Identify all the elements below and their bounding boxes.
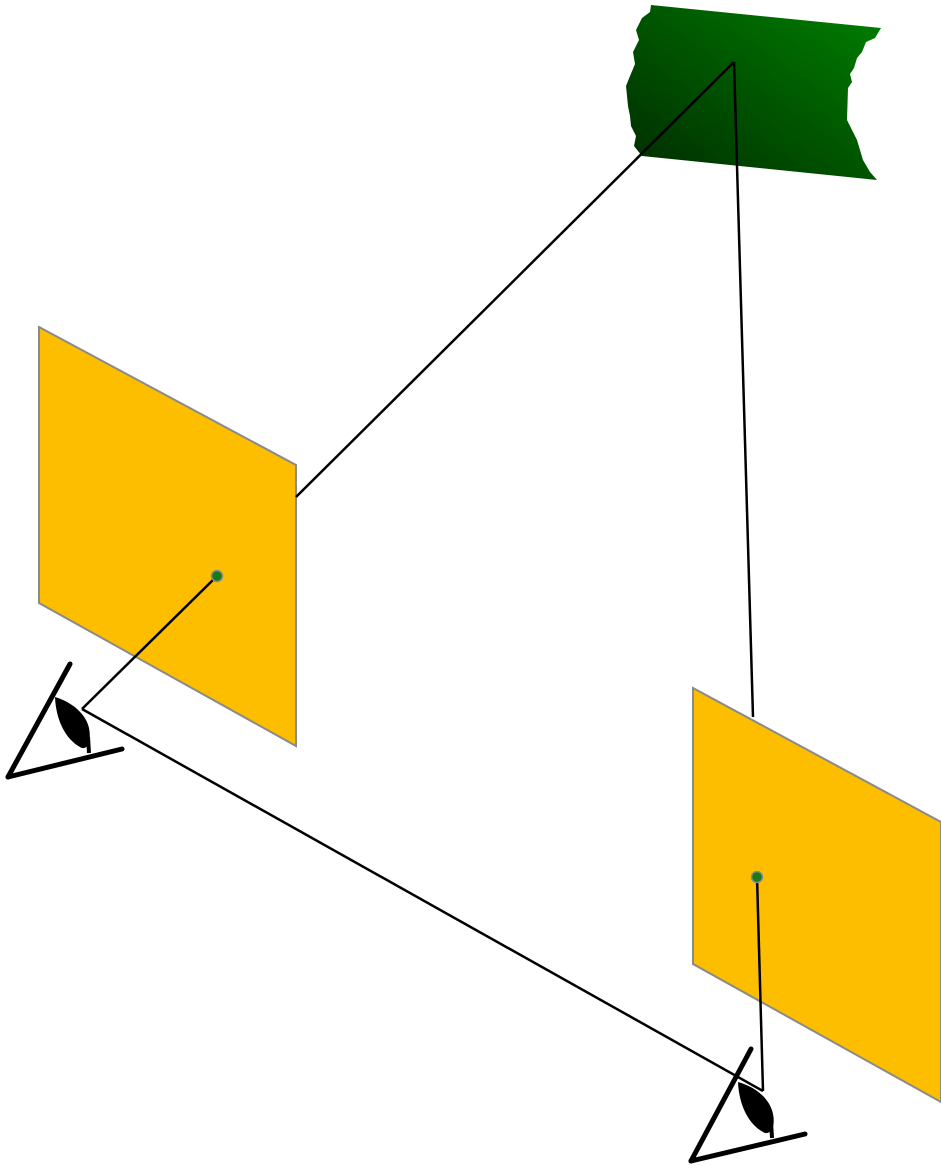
right-projected-point <box>750 870 764 884</box>
left-ray-to-object <box>295 61 735 498</box>
baseline-between-cameras <box>81 707 764 1093</box>
right-ray-to-projection <box>755 876 765 1092</box>
right-image-plane <box>692 686 941 1104</box>
left-image-plane <box>38 325 297 748</box>
eye-icon <box>688 1046 808 1164</box>
right-ray-to-object <box>732 61 755 718</box>
scene-object-patch <box>626 5 881 180</box>
left-projected-point <box>210 569 224 583</box>
eye-icon <box>5 661 125 780</box>
left-ray-to-projection <box>81 575 218 710</box>
